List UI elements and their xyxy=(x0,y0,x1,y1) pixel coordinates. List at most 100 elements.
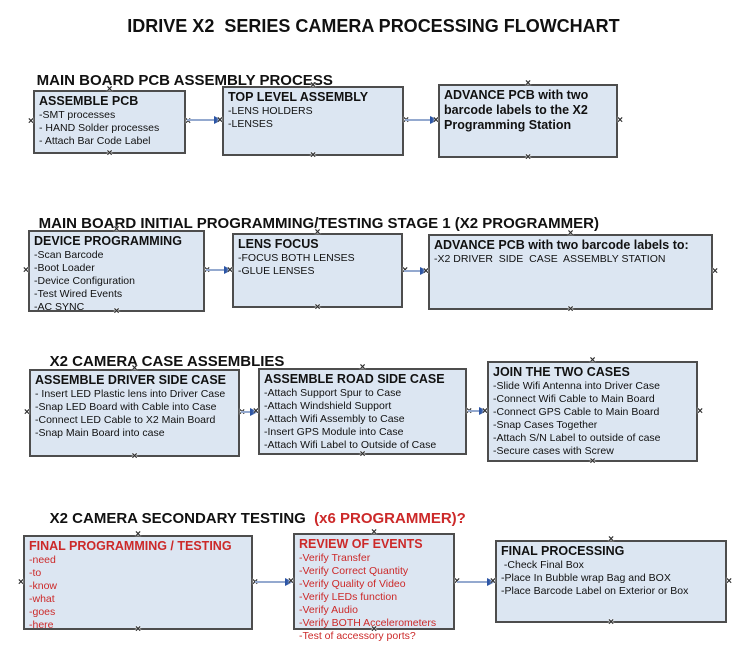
flow-box-join-the-two-cases[interactable]: JOIN THE TWO CASES -Slide Wifi Antenna i… xyxy=(482,356,703,467)
flow-arrow[interactable] xyxy=(457,578,495,586)
flow-box-assemble-driver-side-case[interactable]: ASSEMBLE DRIVER SIDE CASE - Insert LED P… xyxy=(24,364,245,462)
box-item: -goes xyxy=(29,606,56,618)
box-item: -Snap Cases Together xyxy=(493,419,598,431)
box-item: -Verify Quality of Video xyxy=(299,578,406,590)
box-item: - Attach Bar Code Label xyxy=(39,135,151,147)
section-heading-text: X2 CAMERA SECONDARY TESTING xyxy=(49,510,306,527)
box-item: -Place In Bubble wrap Bag and BOX xyxy=(501,572,671,584)
section-heading-text: X2 CAMERA CASE ASSEMBLIES xyxy=(49,353,285,370)
section-heading-text: MAIN BOARD INITIAL PROGRAMMING/TESTING S… xyxy=(38,215,599,232)
box-item: -Attach Wifi Assembly to Case xyxy=(264,413,405,425)
box-items: -Check Final Box-Place In Bubble wrap Ba… xyxy=(501,559,721,598)
box-item: -here xyxy=(29,619,54,631)
connection-handle-icon: × xyxy=(310,150,316,161)
connection-handle-icon: × xyxy=(359,362,366,373)
connection-handle-icon: × xyxy=(359,449,366,460)
flow-arrow[interactable] xyxy=(241,408,258,416)
box-item: -Connect Wifi Cable to Main Board xyxy=(493,393,655,405)
connection-handle-icon: × xyxy=(23,265,29,276)
box-title: DEVICE PROGRAMMING xyxy=(34,234,182,248)
box-item: - HAND Solder processes xyxy=(39,122,160,134)
box-item: -Slide Wifi Antenna into Driver Case xyxy=(493,380,660,392)
box-items: -need-to-know-what-goes-here xyxy=(29,554,247,632)
flow-box-advance-pcb-programming-station[interactable]: ADVANCE PCB with two barcode labels to t… xyxy=(433,79,623,163)
box-items: -Verify Transfer-Verify Correct Quantity… xyxy=(299,552,449,643)
box-item: -AC SYNC xyxy=(34,301,85,313)
box-item: -Verify BOTH Accelerometers xyxy=(299,617,437,629)
arrow-head-icon xyxy=(214,116,222,124)
box-title: TOP LEVEL ASSEMBLY xyxy=(228,90,369,104)
flowchart-title: IDRIVE X2 SERIES CAMERA PROCESSING FLOWC… xyxy=(127,16,620,36)
flow-box-advance-pcb-driver-side[interactable]: ADVANCE PCB with two barcode labels to: … xyxy=(423,229,718,315)
connection-handle-icon: × xyxy=(567,304,574,315)
box-item: -Device Configuration xyxy=(34,275,135,287)
box-title: ASSEMBLE DRIVER SIDE CASE xyxy=(35,373,227,387)
arrow-head-icon xyxy=(285,578,293,586)
arrow-line xyxy=(457,581,488,583)
arrow-head-icon xyxy=(430,116,438,124)
arrow-head-icon xyxy=(224,266,232,274)
connection-handle-icon: × xyxy=(106,148,113,159)
flow-box-final-processing[interactable]: FINAL PROCESSING -Check Final Box-Place … xyxy=(490,535,732,628)
box-item: -Secure cases with Screw xyxy=(493,445,614,457)
box-item: -Verify Transfer xyxy=(299,552,371,564)
connection-handle-icon: × xyxy=(589,355,596,366)
flow-box-assemble-pcb[interactable]: ASSEMBLE PCB -SMT processes- HAND Solder… xyxy=(28,85,191,159)
box-item: -GLUE LENSES xyxy=(238,265,315,277)
box-items: -Attach Support Spur to Case-Attach Wind… xyxy=(264,387,461,452)
box-items: -X2 DRIVER SIDE CASE ASSEMBLY STATION xyxy=(434,253,707,266)
box-item: -Attach Windshield Support xyxy=(264,400,392,412)
flow-box-lens-focus[interactable]: LENS FOCUS -FOCUS BOTH LENSES-GLUE LENSE… xyxy=(227,228,408,313)
flow-box-final-programming-testing[interactable]: FINAL PROGRAMMING / TESTING -need-to-kno… xyxy=(18,530,258,635)
box-item: -need xyxy=(29,554,56,566)
arrow-line xyxy=(206,269,225,271)
connection-handle-icon: × xyxy=(697,405,703,417)
box-item: -X2 DRIVER SIDE CASE ASSEMBLY STATION xyxy=(434,253,666,265)
box-item: -LENSES xyxy=(228,118,273,130)
arrow-head-icon xyxy=(420,267,428,275)
box-item: -Place Barcode Label on Exterior or Box xyxy=(501,585,689,597)
box-item: -Connect GPS Cable to Main Board xyxy=(493,406,660,418)
box-item: -Test of accessory ports? xyxy=(299,630,416,642)
arrow-line xyxy=(404,270,421,272)
arrow-line xyxy=(187,119,215,121)
flow-arrow[interactable] xyxy=(404,267,428,275)
flow-arrow[interactable] xyxy=(187,116,222,124)
box-item: -Verify LEDs function xyxy=(299,591,398,603)
arrow-line xyxy=(255,581,286,583)
connection-handle-icon: × xyxy=(608,534,614,545)
flow-arrow[interactable] xyxy=(206,266,232,274)
flow-box-assemble-road-side-case[interactable]: ASSEMBLE ROAD SIDE CASE -Attach Support … xyxy=(253,363,472,460)
flow-box-review-of-events[interactable]: REVIEW OF EVENTS -Verify Transfer-Verify… xyxy=(288,528,460,643)
connection-handle-icon: × xyxy=(589,456,596,467)
flow-arrow[interactable] xyxy=(468,407,487,415)
box-item: -LENS HOLDERS xyxy=(228,105,313,117)
section-heading-initial-programming: MAIN BOARD INITIAL PROGRAMMING/TESTING S… xyxy=(22,198,599,249)
box-item: -Test Wired Events xyxy=(34,288,123,300)
box-title: REVIEW OF EVENTS xyxy=(299,537,423,551)
box-title: FINAL PROCESSING xyxy=(501,544,625,558)
box-title: ASSEMBLE ROAD SIDE CASE xyxy=(264,372,445,386)
box-items: - Insert LED Plastic lens into Driver Ca… xyxy=(35,388,234,440)
box-items: -Scan Barcode-Boot Loader-Device Configu… xyxy=(34,249,199,314)
box-item: -to xyxy=(29,567,42,579)
connection-handle-icon: × xyxy=(28,116,34,127)
box-title: FINAL PROGRAMMING / TESTING xyxy=(29,539,232,553)
box-item: -Snap Main Board into case xyxy=(35,427,165,439)
box-title: LENS FOCUS xyxy=(238,237,319,251)
flow-box-device-programming[interactable]: DEVICE PROGRAMMING -Scan Barcode-Boot Lo… xyxy=(23,225,210,317)
box-item: -Check Final Box xyxy=(501,559,584,571)
box-item: - Insert LED Plastic lens into Driver Ca… xyxy=(35,388,226,400)
box-title: ADVANCE PCB with two barcode labels to: xyxy=(434,238,689,252)
box-title: JOIN THE TWO CASES xyxy=(493,365,630,379)
box-item: -what xyxy=(29,593,55,605)
connection-handle-icon: × xyxy=(726,575,732,587)
box-item: -Verify Correct Quantity xyxy=(299,565,409,577)
section-heading-pcb-assembly: MAIN BOARD PCB ASSEMBLY PROCESS xyxy=(20,55,333,106)
flow-arrow[interactable] xyxy=(405,116,438,124)
flow-box-top-level-assembly[interactable]: TOP LEVEL ASSEMBLY -LENS HOLDERS-LENSES … xyxy=(217,81,409,161)
box-item: -SMT processes xyxy=(39,109,116,121)
flow-arrow[interactable] xyxy=(255,578,293,586)
connection-handle-icon: × xyxy=(18,576,24,588)
